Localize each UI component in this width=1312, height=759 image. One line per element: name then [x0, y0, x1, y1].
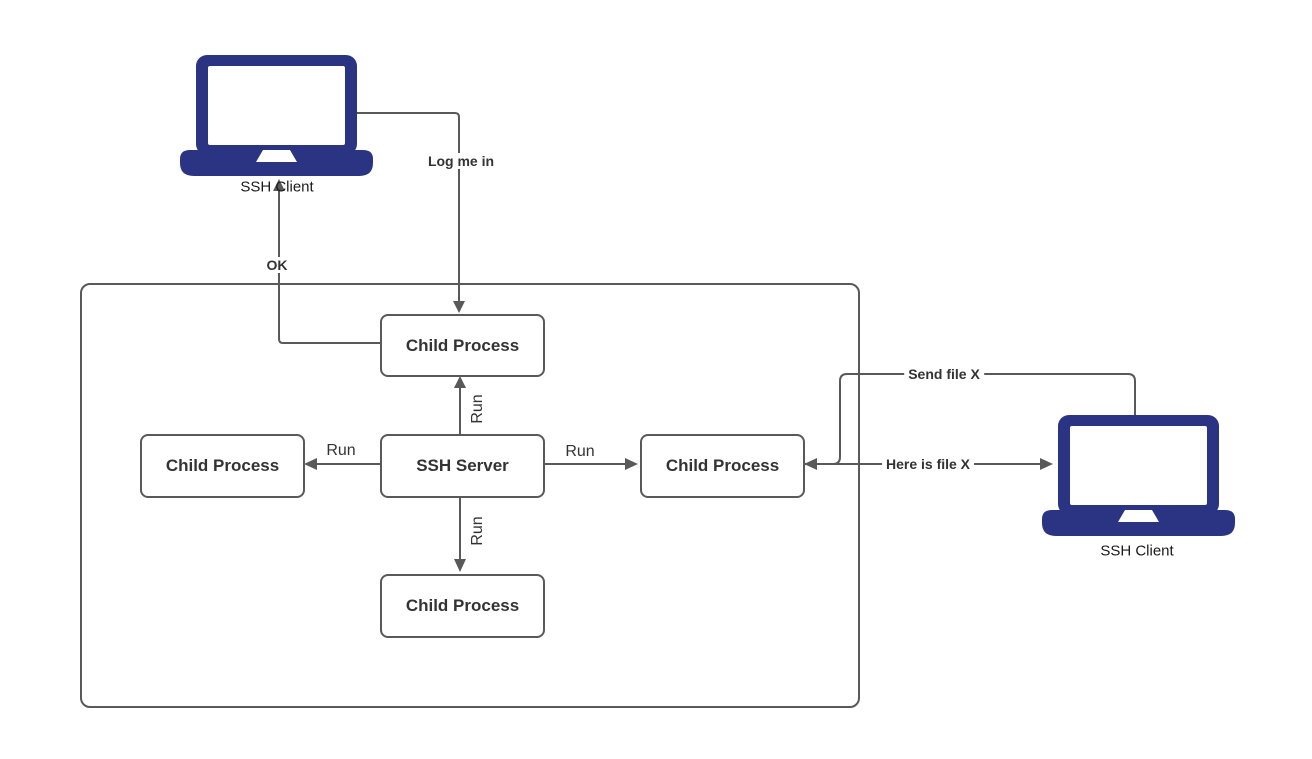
edge-label-here-is-file-x: Here is file X: [881, 456, 975, 472]
edge-ok: [278, 191, 380, 344]
node-label: Child Process: [165, 456, 280, 475]
client-left-label: SSH Client: [240, 178, 314, 196]
arrowhead-right-icon: [1040, 458, 1053, 470]
node-child-process-top: Child Process: [380, 314, 545, 377]
edge-label-run-right: Run: [561, 443, 599, 461]
node-label: Child Process: [405, 335, 520, 355]
node-child-process-left: Child Process: [140, 434, 305, 498]
node-label: SSH Server: [416, 456, 509, 475]
edge-label-send-file-x: Send file X: [904, 366, 984, 382]
arrowhead-up-icon: [273, 179, 285, 191]
edge-send-file-x: [817, 373, 1136, 465]
arrowhead-right-icon: [625, 458, 638, 470]
edge-label-run-down: Run: [469, 512, 487, 550]
edge-label-ok: OK: [262, 257, 292, 273]
laptop-icon: [180, 55, 373, 176]
arrowhead-up-icon: [454, 376, 466, 388]
edge-label-run-up: Run: [469, 390, 487, 428]
arrowhead-left-icon: [304, 458, 317, 470]
server-host-boundary: [80, 283, 860, 708]
node-label: Child Process: [405, 596, 520, 615]
edge-label-log-me-in: Log me in: [423, 153, 499, 169]
edge-log-me-in: [357, 112, 460, 302]
laptop-icon: [1042, 415, 1235, 536]
node-label: Child Process: [665, 456, 780, 475]
edge-label-run-left: Run: [322, 442, 360, 460]
client-right-label: SSH Client: [1100, 542, 1174, 560]
arrowhead-down-icon: [453, 301, 465, 313]
node-child-process-bottom: Child Process: [380, 574, 545, 638]
node-child-process-right: Child Process: [640, 434, 805, 498]
arrowhead-down-icon: [454, 559, 466, 572]
node-ssh-server: SSH Server: [380, 434, 545, 498]
